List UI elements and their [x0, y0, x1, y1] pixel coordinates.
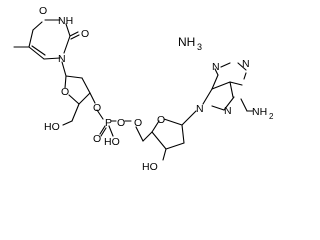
atom-n9: N [196, 103, 204, 115]
ammonia-counterion: NH 3 [178, 35, 202, 52]
adenine-base [202, 62, 254, 112]
atom-ho-primary: HO [44, 121, 60, 133]
counterion-label: NH [178, 35, 195, 49]
atom-ho-p: HO [104, 136, 120, 148]
atom-o-double: O [93, 133, 101, 145]
atom-p: P [105, 117, 112, 129]
atom-o-link2: O [117, 117, 125, 129]
phosphate-linker [89, 92, 144, 142]
atom-n-a7: N [224, 105, 232, 117]
atom-n-a1: N [212, 61, 220, 73]
atom-o-ring1: O [61, 86, 69, 98]
atom-o-top: O [39, 5, 47, 17]
atom-o-link1: O [93, 102, 101, 114]
counterion-subscript: 3 [197, 42, 202, 52]
atom-o-5prime: O [134, 117, 142, 129]
atom-nh2: NH [252, 106, 267, 118]
atom-n-a3: N [242, 58, 250, 70]
atom-o-ring2: O [157, 114, 165, 126]
atom-o-right: O [81, 28, 89, 40]
atom-labels: O NH O N O O P O O HO HO O O N N N N NH … [39, 5, 274, 173]
thymine-base [13, 19, 80, 77]
atom-ho-3prime: HO [142, 161, 158, 173]
atom-nh: NH [58, 15, 73, 27]
deoxyribose-ring-2 [142, 110, 197, 161]
deoxyribose-ring-1 [62, 75, 91, 126]
atom-n1: N [58, 53, 66, 65]
atom-nh2-subscript: 2 [269, 112, 274, 121]
chemical-structure: O NH O N O O P O O HO HO O O N N N N NH … [13, 5, 274, 173]
